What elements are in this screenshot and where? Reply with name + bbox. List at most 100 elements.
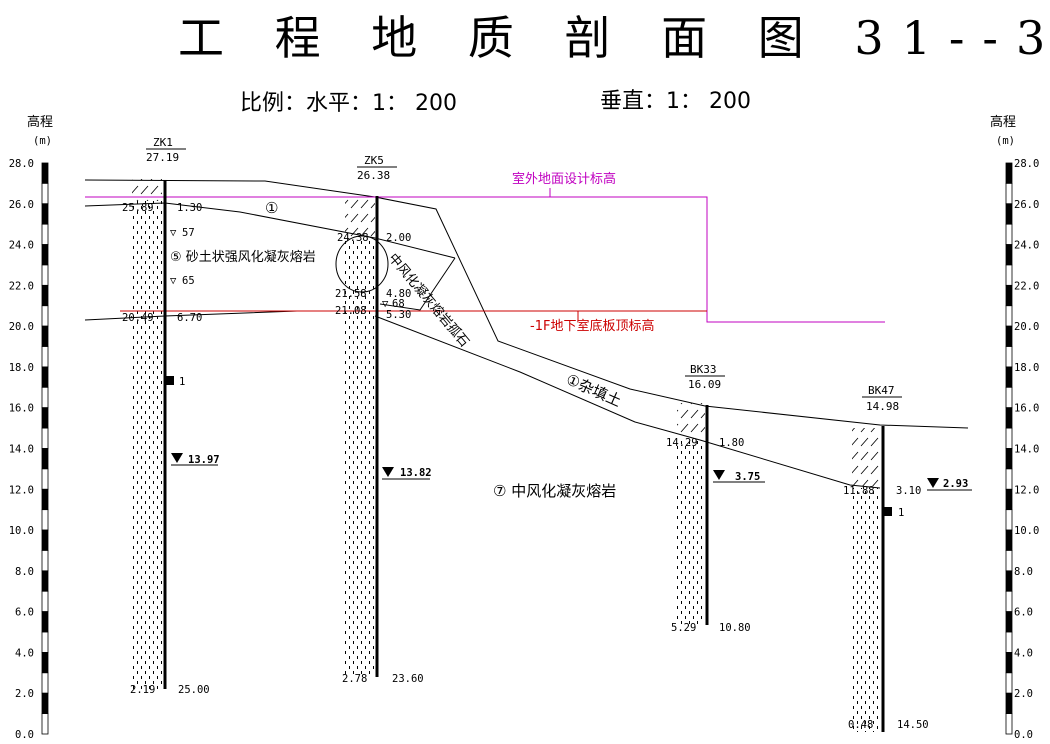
axis-tick-label: 2.0 [15,688,34,700]
borehole-id: BK47 [868,384,895,397]
water-level-icon [713,470,725,480]
axis-tick-label: 14.0 [1014,444,1039,456]
axis-scale-segment [1005,631,1013,653]
borehole-zk5: ZK5 26.38 24.38 2.00 21.58 4.80 ▽ 68 21.… [335,154,432,685]
stratum-label-1a: ① [265,199,278,217]
axis-scale-segment [41,366,49,388]
s7-top-line [374,315,881,489]
axis-tick-label: 20.0 [9,321,34,333]
fill-base-line [84,202,456,259]
axis-scale-segment [1005,407,1013,429]
axis-scale-segment [1005,590,1013,613]
n-value-prefix: ▽ [170,227,177,239]
axis-tick-label: 28.0 [1014,158,1039,170]
axis-tick-label: 8.0 [1014,566,1033,578]
axis-tick-label: 16.0 [1014,403,1039,415]
borehole-id: ZK5 [364,154,384,167]
axis-scale-segment [41,672,49,694]
axis-scale-segment [1005,325,1013,347]
n-value: 65 [182,275,195,287]
axis-scale-segment [1005,223,1013,245]
borehole-id: BK33 [690,363,717,376]
ground-surface-line [84,179,969,429]
axis-scale-segment [41,590,49,613]
borehole-elevation: 16.09 [688,378,721,391]
borehole-zk1: ZK1 27.19 25.89 1.30 ▽ 57 ▽ 65 20.49 6.7… [122,136,220,696]
sample-marker [166,376,174,385]
axis-tick-label: 22.0 [1014,280,1039,292]
axis-scale-segment [41,692,49,715]
axis-scale-segment [1005,284,1013,307]
axis-scale-segment [41,611,49,633]
sample-marker [884,507,892,516]
layer-depth: 10.80 [719,622,751,634]
n-value: 68 [392,298,405,310]
axis-tick-label: 12.0 [1014,484,1039,496]
layer-depth: 23.60 [392,673,424,685]
layer-depth: 5.30 [386,309,411,321]
axis-scale-segment [1005,692,1013,715]
axis-unit: (m) [996,135,1015,147]
axis-tick-label: 20.0 [1014,321,1039,333]
borehole-elevation: 26.38 [357,169,390,182]
axis-label: 高程 [27,114,53,130]
water-level: 2.93 [943,478,968,490]
layer-elev: 2.19 [130,684,155,696]
outdoor-design-label: 室外地面设计标高 [512,171,616,187]
axis-scale-segment [1005,448,1013,470]
right-elevation-axis: 高程 (m) 28.026.024.022.020.018.016.014.01… [990,114,1039,741]
axis-scale-segment [41,223,49,245]
axis-tick-label: 26.0 [1014,199,1039,211]
layer-depth: 14.50 [897,719,929,731]
axis-tick-label: 8.0 [15,566,34,578]
axis-tick-label: 24.0 [1014,240,1039,252]
axis-tick-label: 12.0 [9,484,34,496]
axis-tick-label: 6.0 [15,607,34,619]
axis-scale-segment [41,570,49,592]
layer-depth: 1.80 [719,437,744,449]
axis-scale-segment [41,162,49,184]
layer-depth: 1.30 [177,202,202,214]
borehole-bk47: BK47 14.98 11.88 3.10 1 2.93 0.48 14.50 [843,384,972,732]
axis-scale-segment [41,325,49,347]
water-level-icon [382,467,394,477]
basement-design-label: -1F地下室底板顶标高 [530,318,654,334]
axis-scale-segment [1005,570,1013,592]
axis-scale-segment [1005,346,1013,368]
axis-scale-segment [1005,488,1013,511]
water-level-icon [927,478,939,488]
axis-scale-segment [41,448,49,470]
axis-scale-segment [1005,366,1013,388]
outdoor-design-elevation: 室外地面设计标高 [85,171,885,323]
axis-tick-label: 4.0 [15,647,34,659]
axis-scale-segment [1005,652,1013,674]
axis-scale-segment [41,488,49,511]
axis-scale-segment [1005,162,1013,184]
axis-scale-segment [1005,244,1013,266]
axis-tick-label: 0.0 [1014,729,1033,741]
axis-scale-segment [41,652,49,674]
axis-scale-segment [1005,264,1013,286]
axis-scale-segment [41,529,49,551]
axis-scale-segment [1005,713,1013,735]
layer-elev: 14.29 [666,437,698,449]
axis-scale-segment [41,713,49,735]
axis-scale-segment [41,427,49,449]
layer-elev: 11.88 [843,485,875,497]
n-value-prefix: ▽ [382,298,389,310]
axis-scale-segment [41,346,49,368]
borehole-id: ZK1 [153,136,173,149]
axis-tick-label: 24.0 [9,240,34,252]
axis-tick-label: 10.0 [9,525,34,537]
axis-scale-segment [41,631,49,653]
axis-tick-label: 6.0 [1014,607,1033,619]
axis-label: 高程 [990,114,1016,130]
axis-scale-segment [41,284,49,307]
sample-number: 1 [898,507,904,519]
axis-unit: (m) [33,135,52,147]
axis-scale-segment [41,182,49,205]
axis-scale-segment [41,386,49,409]
axis-tick-label: 18.0 [9,362,34,374]
axis-tick-label: 22.0 [9,280,34,292]
